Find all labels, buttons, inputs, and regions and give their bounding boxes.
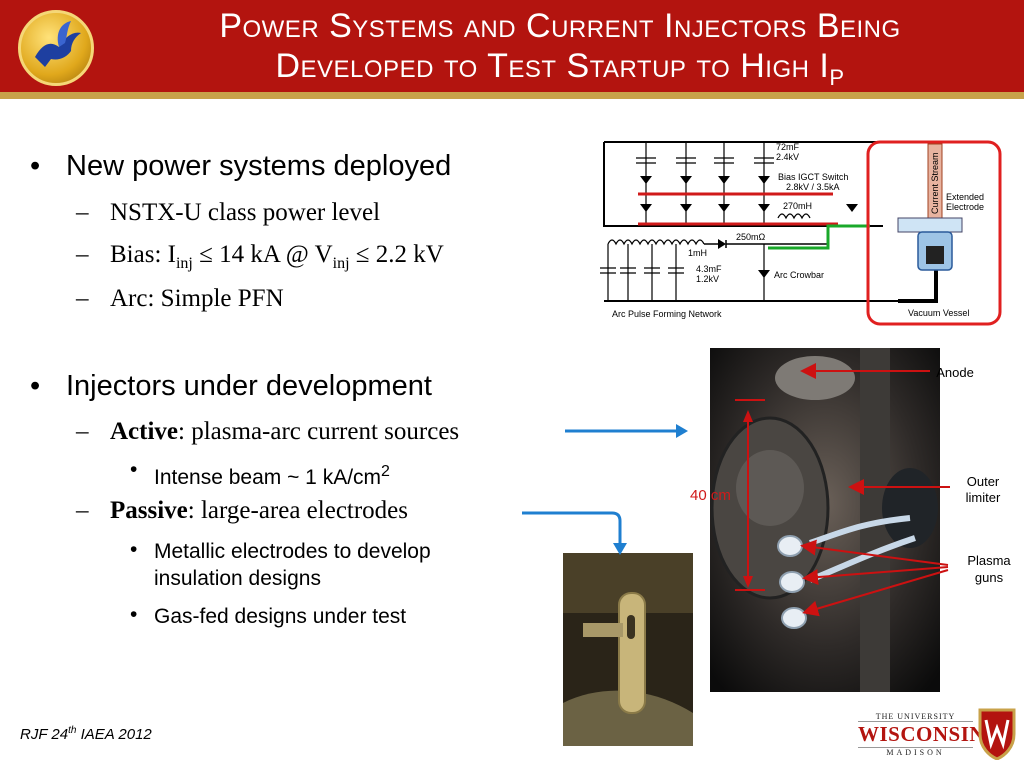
footer-citation: RJF 24th IAEA 2012	[20, 725, 152, 743]
title-bar	[0, 0, 1024, 92]
crowbar-label: Arc Crowbar	[774, 270, 824, 280]
cap-pfn-label: 4.3mF	[696, 264, 722, 274]
extended-electrode-label-2: Electrode	[946, 202, 984, 212]
uw-crest-icon	[978, 708, 1016, 760]
electrode-base	[926, 246, 944, 264]
igct-label: Bias IGCT Switch	[778, 172, 848, 182]
scale-label: 40 cm	[690, 487, 731, 504]
resistor-label: 250mΩ	[736, 232, 766, 242]
circuit-diagram: 270mH 72mF 2.4kV Bias IGCT Switch 2.8kV …	[600, 140, 1002, 326]
anode-label: Anode	[936, 365, 974, 380]
pegasus-logo-icon	[18, 10, 94, 86]
inductor-top-label: 270mH	[783, 201, 812, 211]
plasma-guns-label: Plasma guns	[967, 553, 1011, 585]
vessel-interior-photo	[710, 348, 940, 692]
blue-arrows	[522, 429, 678, 545]
extended-electrode-label-1: Extended	[946, 192, 984, 202]
inductor-pfn-label: 1mH	[688, 248, 707, 258]
current-stream-label: Current Stream	[930, 152, 940, 214]
cap-top-voltage-label: 2.4kV	[776, 152, 799, 162]
extended-electrode-bar	[897, 217, 963, 233]
igct-rating-label: 2.8kV / 3.5kA	[786, 182, 840, 192]
passive-arrow	[522, 511, 622, 545]
vacuum-vessel-outline	[866, 140, 1002, 326]
title-line-2: Developed to Test Startup to High IP	[275, 47, 845, 90]
title-rule	[0, 92, 1024, 99]
slide-title: Power Systems and Current Injectors Bein…	[110, 6, 1010, 98]
outer-limiter-label: Outer limiter	[965, 474, 1001, 505]
uw-wordmark: THE UNIVERSITY WISCONSIN MADISON	[858, 712, 986, 757]
cap-top-label: 72mF	[776, 142, 800, 152]
pfn-label: Arc Pulse Forming Network	[612, 309, 722, 319]
title-line-1: Power Systems and Current Injectors Bein…	[219, 7, 901, 45]
passive-electrode-photo	[563, 553, 693, 746]
cap-pfn-voltage-label: 1.2kV	[696, 274, 719, 284]
vacuum-vessel-label: Vacuum Vessel	[908, 308, 969, 318]
